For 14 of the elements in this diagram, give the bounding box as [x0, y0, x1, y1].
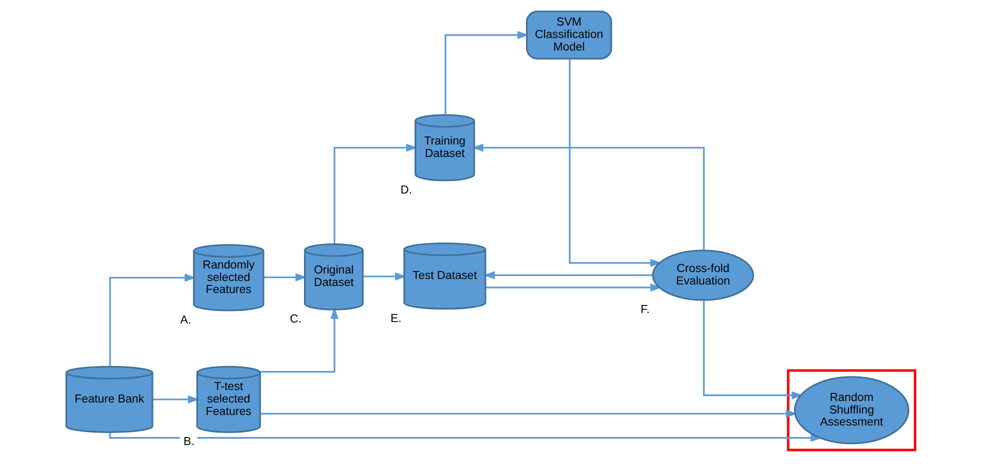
- arrow: [485, 283, 662, 292]
- arrow: [260, 410, 798, 418]
- node-label: D.: [400, 184, 412, 196]
- node-box: SVM Classification Model: [526, 10, 612, 60]
- node-label: B.: [184, 436, 194, 448]
- node-label: E.: [390, 312, 402, 325]
- node-label: F.: [640, 304, 650, 316]
- node-label: C.: [290, 314, 302, 326]
- arrow: [703, 300, 804, 400]
- node-ellipse: Cross-fold Evaluation: [652, 250, 754, 301]
- node-label: A.: [180, 314, 192, 326]
- arrow: [568, 58, 662, 267]
- node-ellipse: Random Shuffling Assessment: [794, 376, 910, 444]
- arrow: [483, 271, 653, 280]
